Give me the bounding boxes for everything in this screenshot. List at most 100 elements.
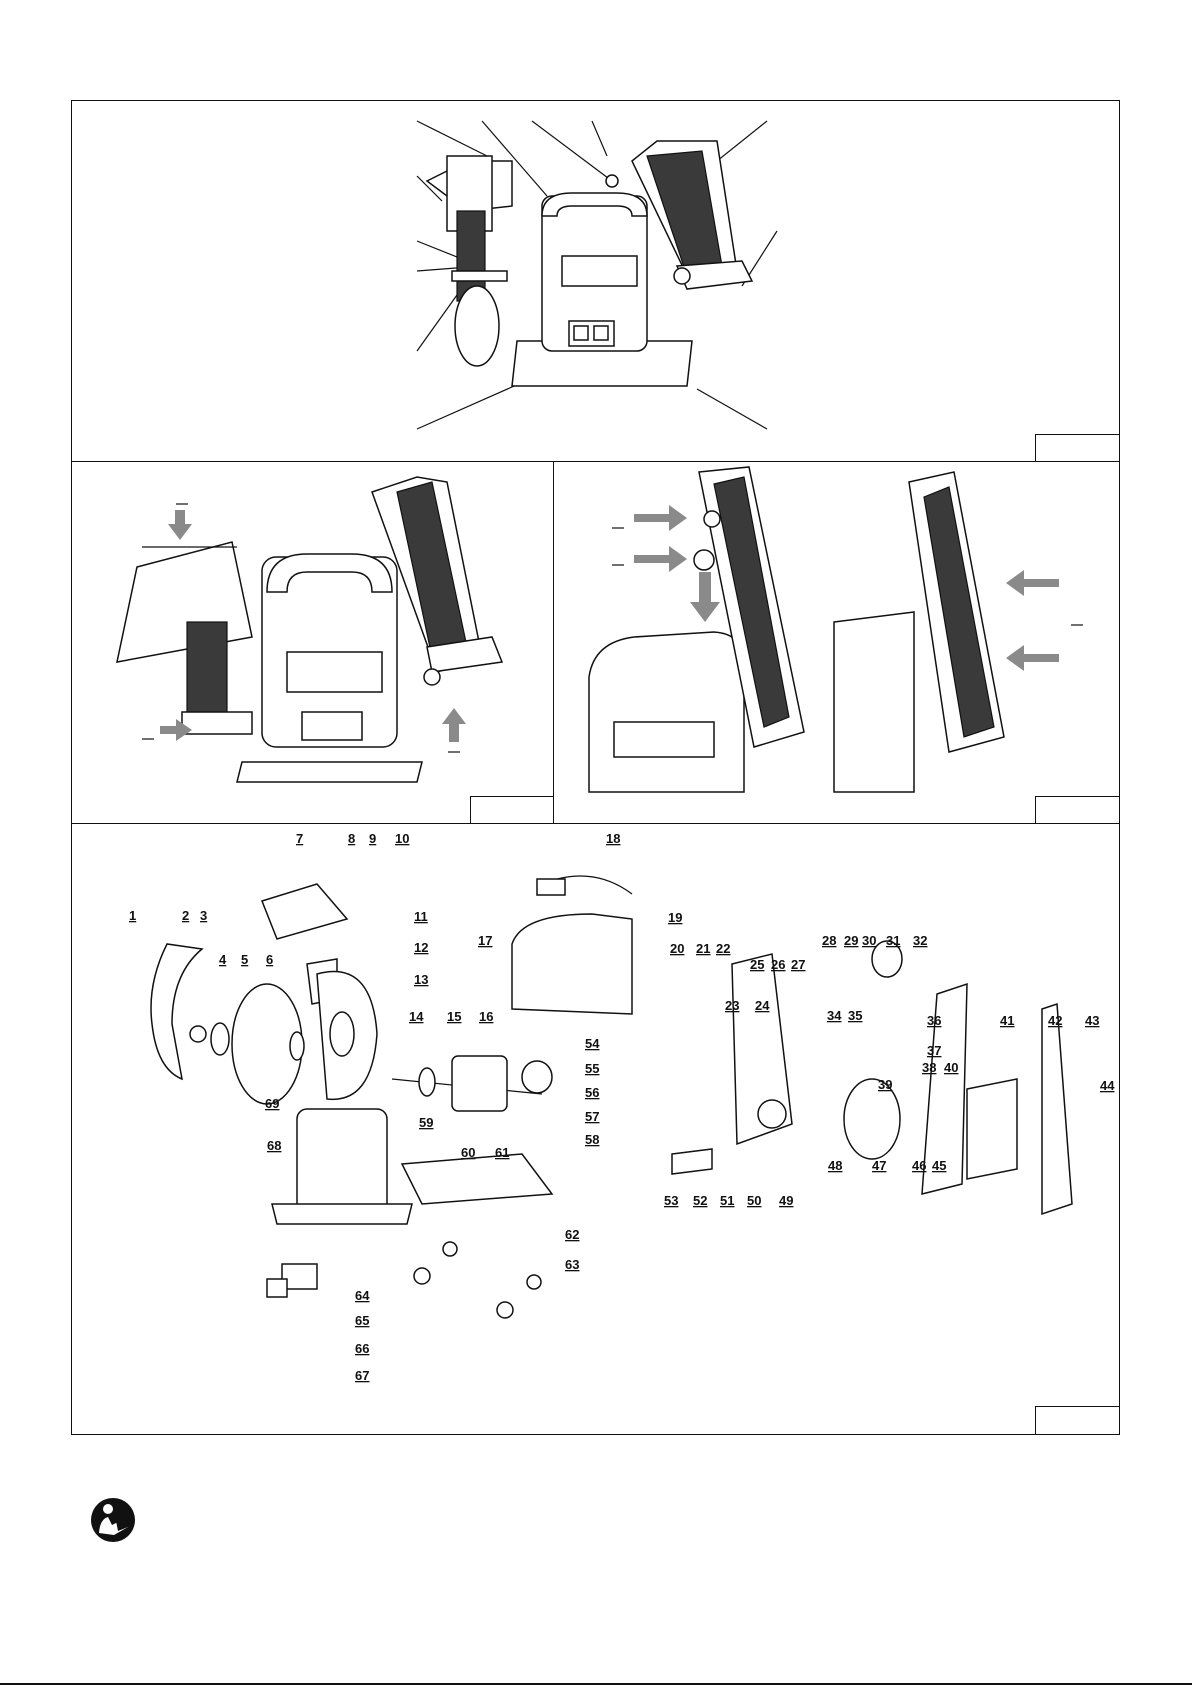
overview-drawing <box>72 101 1121 464</box>
part-number-6: 6 <box>266 952 273 967</box>
part-number-32: 32 <box>913 933 927 948</box>
arrow-right-1 <box>634 505 687 531</box>
housing-frame <box>512 914 632 1014</box>
part-number-41: 41 <box>1000 1013 1014 1028</box>
belt-table <box>672 1149 712 1174</box>
part-number-20: 20 <box>670 941 684 956</box>
part-number-55: 55 <box>585 1061 599 1076</box>
part-number-29: 29 <box>844 933 858 948</box>
part-number-2: 2 <box>182 908 189 923</box>
housing-window <box>562 256 637 286</box>
wheel-flange <box>290 1032 304 1060</box>
part-number-31: 31 <box>886 933 900 948</box>
figure-number-box <box>470 796 554 824</box>
part-number-9: 9 <box>369 831 376 846</box>
tracking-knob <box>606 175 618 187</box>
part-number-48: 48 <box>828 1158 842 1173</box>
part-number-42: 42 <box>1048 1013 1062 1028</box>
part-number-12: 12 <box>414 940 428 955</box>
part-number-5: 5 <box>241 952 248 967</box>
part-number-25: 25 <box>750 957 764 972</box>
switch-on <box>594 326 608 340</box>
knob-lower <box>694 550 714 570</box>
lower-base <box>272 1204 412 1224</box>
drive-hub <box>758 1100 786 1128</box>
flange-nut <box>190 1026 206 1042</box>
part-number-68: 68 <box>267 1138 281 1153</box>
machine-base <box>237 762 422 782</box>
part-number-44: 44 <box>1100 1078 1115 1093</box>
part-number-30: 30 <box>862 933 876 948</box>
part-number-24: 24 <box>755 998 770 1013</box>
part-number-1: 1 <box>129 908 136 923</box>
part-number-45: 45 <box>932 1158 946 1173</box>
eye-shield <box>117 542 252 662</box>
part-number-23: 23 <box>725 998 739 1013</box>
part-number-7: 7 <box>296 831 303 846</box>
arrow-left-1 <box>1006 570 1059 596</box>
knob-upper <box>704 511 720 527</box>
part-number-59: 59 <box>419 1115 433 1130</box>
housing-window <box>287 652 382 692</box>
part-number-64: 64 <box>355 1288 370 1303</box>
part-number-56: 56 <box>585 1085 599 1100</box>
part-number-22: 22 <box>716 941 730 956</box>
part-number-47: 47 <box>872 1158 886 1173</box>
switch <box>267 1279 287 1297</box>
switch-off <box>574 326 588 340</box>
read-manual-icon <box>90 1497 136 1543</box>
figure-number-box <box>1035 1406 1119 1434</box>
part-number-37: 37 <box>927 1043 941 1058</box>
housing-window <box>614 722 714 757</box>
figure-1-overview <box>71 100 1120 463</box>
part-number-11: 11 <box>414 909 428 924</box>
part-number-46: 46 <box>912 1158 926 1173</box>
figure-3-belt-adjustment <box>553 461 1120 825</box>
part-number-21: 21 <box>696 941 710 956</box>
sanding-belt <box>1042 1004 1072 1214</box>
rotor <box>452 1056 507 1111</box>
arrow-up <box>442 708 466 742</box>
adjust-knob <box>424 669 440 685</box>
belt-guard <box>967 1079 1017 1179</box>
part-number-15: 15 <box>447 1009 461 1024</box>
part-number-28: 28 <box>822 933 836 948</box>
part-number-14: 14 <box>409 1009 424 1024</box>
belt-adjustment-drawing <box>554 462 1121 826</box>
part-number-57: 57 <box>585 1109 599 1124</box>
part-number-67: 67 <box>355 1368 369 1383</box>
figure-2-adjustments <box>71 461 555 825</box>
bearing-left <box>419 1068 435 1096</box>
part-number-36: 36 <box>927 1013 941 1028</box>
arrow-right-2 <box>634 546 687 572</box>
part-number-34: 34 <box>827 1008 842 1023</box>
part-number-58: 58 <box>585 1132 599 1147</box>
part-number-18: 18 <box>606 831 620 846</box>
arrow-down <box>690 572 720 622</box>
part-number-38: 38 <box>922 1060 936 1075</box>
part-number-35: 35 <box>848 1008 862 1023</box>
flange-washer <box>211 1023 229 1055</box>
part-number-52: 52 <box>693 1193 707 1208</box>
part-number-53: 53 <box>664 1193 678 1208</box>
part-number-4: 4 <box>219 952 227 967</box>
lower-housing <box>297 1109 387 1214</box>
part-number-66: 66 <box>355 1341 369 1356</box>
part-number-16: 16 <box>479 1009 493 1024</box>
part-number-8: 8 <box>348 831 355 846</box>
eye-shield <box>262 884 347 939</box>
part-number-40: 40 <box>944 1060 958 1075</box>
part-number-49: 49 <box>779 1193 793 1208</box>
part-number-60: 60 <box>461 1145 475 1160</box>
plug <box>537 879 565 895</box>
arrow-left-2 <box>1006 645 1059 671</box>
grinder-hub <box>455 286 499 366</box>
guard-hub <box>330 1012 354 1056</box>
part-number-10: 10 <box>395 831 409 846</box>
tension-knob <box>674 268 690 284</box>
part-number-69: 69 <box>265 1096 279 1111</box>
part-number-62: 62 <box>565 1227 579 1242</box>
part-number-63: 63 <box>565 1257 579 1272</box>
